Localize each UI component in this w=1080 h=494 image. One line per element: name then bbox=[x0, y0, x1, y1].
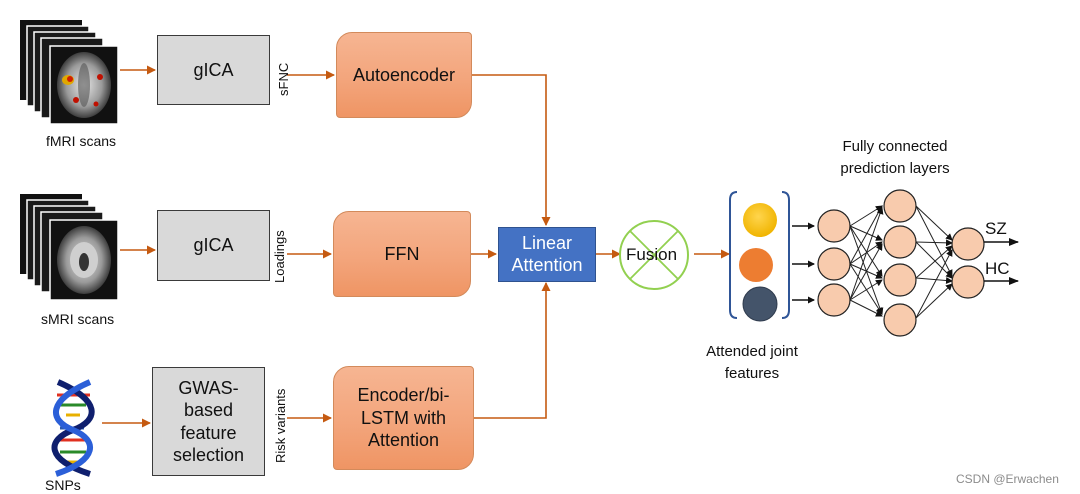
joint-features-label: Attended joint features bbox=[706, 343, 798, 382]
prediction-layers-title: Fully connected prediction layers bbox=[840, 138, 950, 177]
fusion-circle bbox=[619, 220, 689, 290]
fusion-label: Fusion bbox=[626, 245, 678, 264]
linear-attention-box: Linear Attention bbox=[498, 227, 596, 282]
lstm-box: Encoder/bi-LSTM with Attention bbox=[333, 366, 474, 470]
connectors bbox=[102, 65, 730, 428]
fmri-label: fMRI scans bbox=[46, 133, 117, 149]
ffn-box: FFN bbox=[333, 211, 471, 297]
fc-nodes bbox=[817, 189, 985, 337]
fmri-scans-icon bbox=[20, 20, 119, 125]
watermark: CSDN @Erwachen bbox=[956, 472, 1059, 486]
joint-feature-orange bbox=[739, 248, 773, 282]
snps-label: SNPs bbox=[45, 477, 81, 493]
gica-box-top: gICA bbox=[157, 35, 270, 105]
joint-feature-yellow bbox=[743, 203, 777, 237]
gica-box-middle: gICA bbox=[157, 210, 270, 281]
output-hc-label: HC bbox=[985, 259, 1010, 278]
dna-helix-icon bbox=[51, 379, 95, 477]
smri-label: sMRI scans bbox=[41, 311, 115, 327]
loadings-label: Loadings bbox=[272, 230, 287, 283]
autoencoder-box: Autoencoder bbox=[336, 32, 472, 118]
risk-variants-label: Risk variants bbox=[273, 388, 288, 463]
output-sz-label: SZ bbox=[985, 219, 1007, 238]
joint-features-bracket bbox=[729, 191, 790, 322]
smri-scans-icon bbox=[20, 194, 119, 301]
joint-feature-navy bbox=[742, 286, 778, 322]
gwas-box: GWAS-based feature selection bbox=[152, 367, 265, 476]
fc-connections bbox=[849, 205, 953, 319]
output-arrows bbox=[984, 238, 1019, 285]
sfnc-label: sFNC bbox=[276, 62, 291, 96]
fc-input-arrows bbox=[792, 222, 815, 304]
